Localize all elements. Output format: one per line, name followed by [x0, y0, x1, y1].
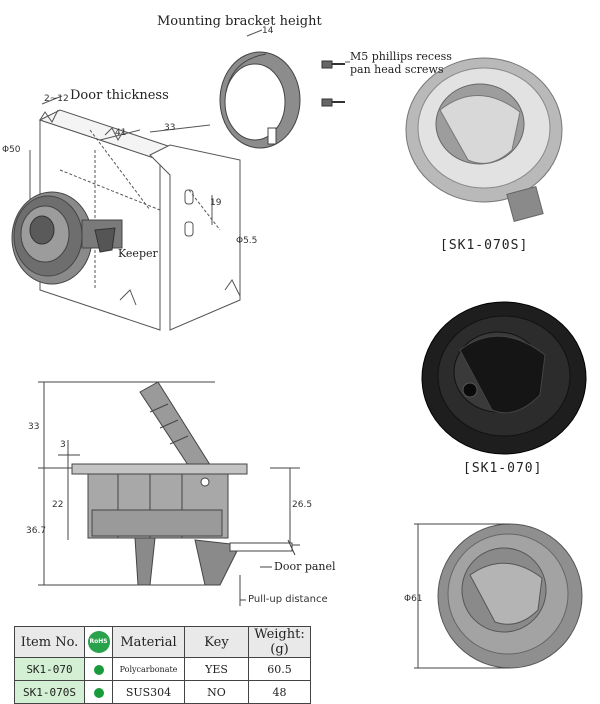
- row-key: NO: [184, 680, 249, 704]
- dim-dia5-5: Φ5.5: [236, 236, 258, 246]
- rohs-badge-icon: RoHS: [87, 631, 110, 653]
- row-material: SUS304: [112, 680, 185, 704]
- spec-table: Item No. RoHS Material Key Weight:(g) SK…: [14, 626, 311, 704]
- table-row: SK1-070S SUS304 NO 48: [14, 680, 311, 704]
- sk1-070s-photo: [405, 57, 563, 223]
- dim-side-36-7: 36.7: [26, 526, 47, 536]
- header-item-no: Item No.: [14, 626, 85, 658]
- header-weight: Weight:(g): [248, 626, 311, 658]
- row-key: YES: [184, 657, 249, 681]
- dim-door-range: 2~12: [44, 94, 69, 104]
- row-weight: 60.5: [248, 657, 311, 681]
- caption-sk1-070s: [SK1-070S]: [440, 238, 529, 253]
- row-material: Polycarbonate: [112, 657, 185, 681]
- side-section-drawing: [38, 381, 300, 606]
- table-row: SK1-070 Polycarbonate YES 60.5: [14, 657, 311, 681]
- mounting-bracket-height-label: Mounting bracket height: [157, 14, 322, 29]
- dim-dia61: Φ61: [404, 594, 423, 604]
- spec-table-header: Item No. RoHS Material Key Weight:(g): [14, 626, 311, 658]
- keeper-label: Keeper: [118, 247, 158, 260]
- screws-label-line1: M5 phillips recess: [350, 50, 452, 63]
- door-panel-label: Door panel: [274, 560, 336, 573]
- rohs-dot-icon: [93, 687, 104, 698]
- pull-up-distance-label: Pull-up distance: [248, 594, 328, 605]
- rohs-dot-icon: [93, 664, 104, 675]
- dim-bracket: 14: [262, 26, 274, 36]
- caption-sk1-070: [SK1-070]: [463, 461, 543, 476]
- row-rohs: [84, 680, 113, 704]
- sk1-070-photo: [421, 301, 587, 455]
- dim-41: 41: [115, 128, 127, 138]
- dim-side-3: 3: [60, 440, 66, 450]
- header-key: Key: [184, 626, 249, 658]
- lock-body-illustration: [11, 191, 123, 285]
- mounting-bracket-illustration: [219, 29, 301, 149]
- outline-diameter-drawing: [414, 523, 583, 669]
- dim-33-top: 33: [164, 123, 176, 133]
- header-material: Material: [112, 626, 185, 658]
- dim-side-33: 33: [28, 422, 40, 432]
- dim-19: 19: [210, 198, 222, 208]
- header-rohs: RoHS: [84, 626, 113, 658]
- dim-side-26-5: 26.5: [292, 500, 313, 510]
- dim-side-22: 22: [52, 500, 64, 510]
- row-item: SK1-070S: [14, 680, 85, 704]
- screws-illustration: [321, 60, 350, 107]
- screws-label-line2: pan head screws: [350, 63, 444, 76]
- row-weight: 48: [248, 680, 311, 704]
- dim-dia50: Φ50: [2, 145, 21, 155]
- row-item: SK1-070: [14, 657, 85, 681]
- row-rohs: [84, 657, 113, 681]
- door-thickness-label: Door thickness: [70, 88, 169, 103]
